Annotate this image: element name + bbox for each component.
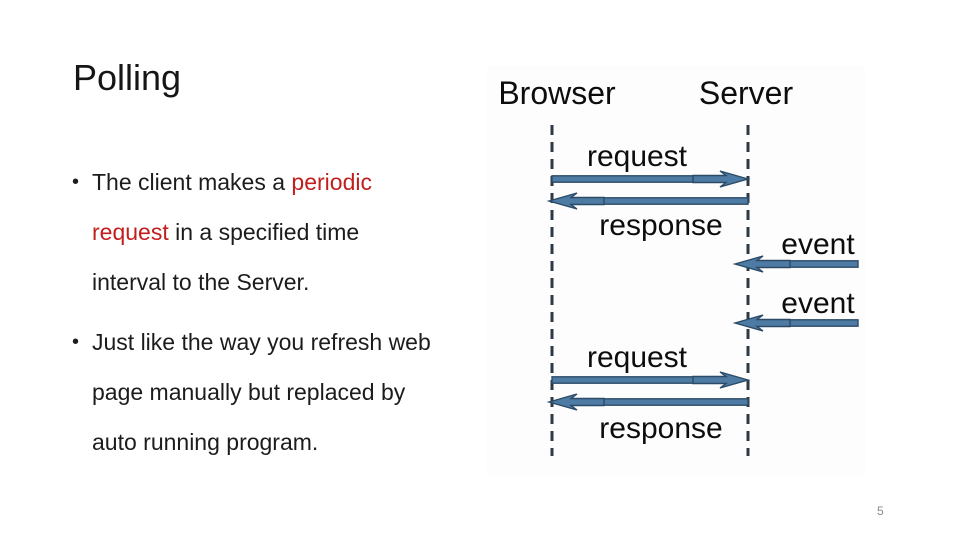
highlighted-word: request: [92, 219, 169, 245]
bullet-text: Just like the way you refresh web page m…: [92, 317, 492, 467]
sequence-diagram-canvas: Browser Server request response event event re…: [498, 75, 859, 456]
bullet2-line3: auto running program.: [92, 417, 492, 467]
text-segment: in a specified time: [168, 219, 360, 245]
bullet-item-1: • The client makes a periodic request in…: [72, 157, 492, 307]
actor-label: Browser: [498, 75, 616, 111]
message-label: request: [587, 341, 688, 374]
text-segment: auto running program.: [92, 429, 319, 455]
actor-label: Server: [699, 75, 794, 111]
text-segment: interval to the Server.: [92, 269, 310, 295]
slide-title: Polling: [73, 57, 182, 98]
bullet2-line1: Just like the way you refresh web: [92, 317, 492, 367]
bullet-item-2: • Just like the way you refresh web page…: [72, 317, 492, 467]
arrowhead-right-icon: [692, 371, 751, 389]
bullet2-line2: page manually but replaced by: [92, 367, 492, 417]
bullet-text: The client makes a periodic request in a…: [92, 157, 492, 307]
arrowhead-right-icon: [692, 170, 751, 188]
arrowhead-left-icon: [732, 255, 791, 273]
message-label: request: [587, 140, 688, 173]
bullet1-line3: interval to the Server.: [92, 257, 492, 307]
text-segment: Just like the way you refresh web: [92, 329, 431, 355]
page-number: 5: [877, 504, 884, 518]
bullet1-line1: The client makes a periodic: [92, 157, 492, 207]
text-segment: The client makes a: [92, 169, 292, 195]
bullet1-line2: request in a specified time: [92, 207, 492, 257]
text-segment: page manually but replaced by: [92, 379, 406, 405]
bullet-list: • The client makes a periodic request in…: [72, 157, 492, 467]
arrowhead-left-icon: [546, 393, 605, 411]
message-label: response: [599, 209, 722, 242]
bullet-marker: •: [72, 331, 80, 353]
message-label: event: [781, 287, 855, 320]
highlighted-word: periodic: [291, 169, 372, 195]
arrowhead-left-icon: [732, 314, 791, 332]
message-label: event: [781, 228, 855, 261]
arrowhead-left-icon: [546, 192, 605, 210]
bullet-marker: •: [72, 171, 80, 193]
sequence-diagram: Browser Server request response event event re…: [487, 66, 865, 476]
message-label: response: [599, 412, 722, 445]
